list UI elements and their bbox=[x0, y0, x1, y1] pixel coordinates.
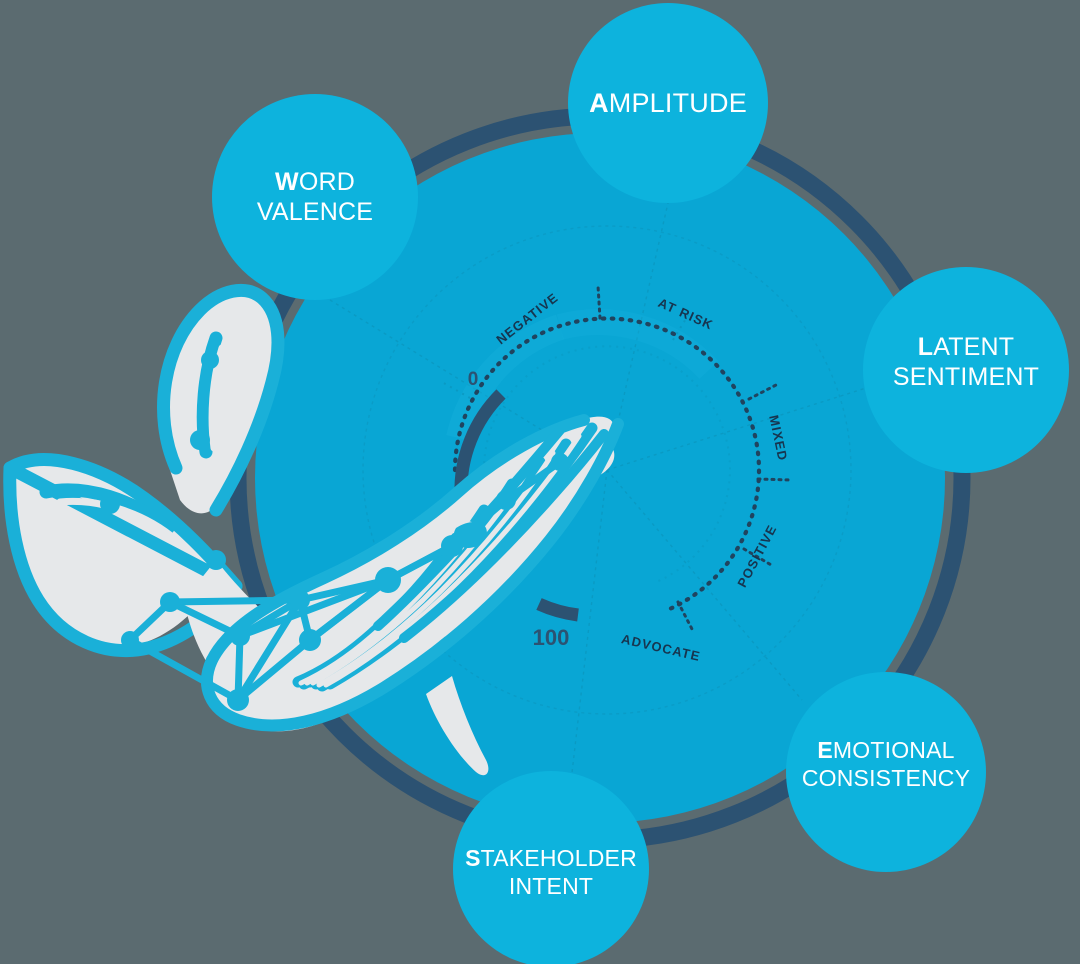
bubble-emotional-consistency-line2: CONSISTENCY bbox=[802, 765, 970, 791]
bubble-word-valence-rest: ORD bbox=[299, 168, 355, 196]
bubble-word-valence[interactable]: WORD VALENCE bbox=[212, 94, 418, 300]
segment-dividers bbox=[329, 202, 867, 791]
bubble-latent-sentiment-lead: L bbox=[918, 333, 933, 361]
whale-body-contour bbox=[201, 414, 624, 732]
whale-illustration bbox=[3, 283, 624, 776]
gauge-dial-arc bbox=[452, 316, 762, 614]
bubble-stakeholder-intent-lead: S bbox=[465, 845, 481, 871]
whale-network-nodes bbox=[100, 351, 569, 711]
bubble-latent-sentiment-line2: SENTIMENT bbox=[893, 363, 1039, 391]
bubble-emotional-consistency-rest: MOTIONAL bbox=[833, 737, 955, 763]
bubble-stakeholder-intent[interactable]: STAKEHOLDER INTENT bbox=[453, 771, 649, 964]
bubble-stakeholder-intent-line2: INTENT bbox=[509, 873, 593, 899]
svg-text:EMOTIONAL: EMOTIONAL bbox=[817, 737, 954, 763]
bubble-word-valence-lead: W bbox=[275, 168, 299, 196]
bubble-amplitude-rest: MPLITUDE bbox=[609, 88, 747, 118]
gauge-ticks bbox=[596, 284, 793, 633]
whale-fluke-veins bbox=[56, 344, 226, 544]
bubble-stakeholder-intent-rest: TAKEHOLDER bbox=[481, 845, 637, 871]
bubble-word-valence-line2: VALENCE bbox=[257, 198, 373, 226]
bubble-emotional-consistency[interactable]: EMOTIONAL CONSISTENCY bbox=[786, 672, 986, 872]
bubble-latent-sentiment[interactable]: LATENT SENTIMENT bbox=[863, 267, 1069, 473]
svg-text:STAKEHOLDER: STAKEHOLDER bbox=[465, 845, 637, 871]
gauge-max-label: 100 bbox=[533, 625, 570, 650]
whale-fluke-upper bbox=[159, 295, 275, 514]
bubble-emotional-consistency-lead: E bbox=[817, 737, 833, 763]
bubble-amplitude-lead: A bbox=[589, 88, 609, 118]
svg-text:WORD: WORD bbox=[275, 168, 355, 196]
segment-arc-inner bbox=[362, 225, 852, 715]
svg-text:LATENT: LATENT bbox=[918, 333, 1015, 361]
bubble-latent-sentiment-rest: ATENT bbox=[933, 333, 1014, 361]
gauge-min-label: 0 bbox=[468, 369, 479, 390]
whale-pectoral-fin bbox=[426, 676, 489, 776]
svg-text:AMPLITUDE: AMPLITUDE bbox=[589, 88, 747, 118]
bubble-amplitude[interactable]: AMPLITUDE bbox=[568, 3, 768, 203]
gauge-inner-dotted-arc bbox=[482, 345, 731, 584]
